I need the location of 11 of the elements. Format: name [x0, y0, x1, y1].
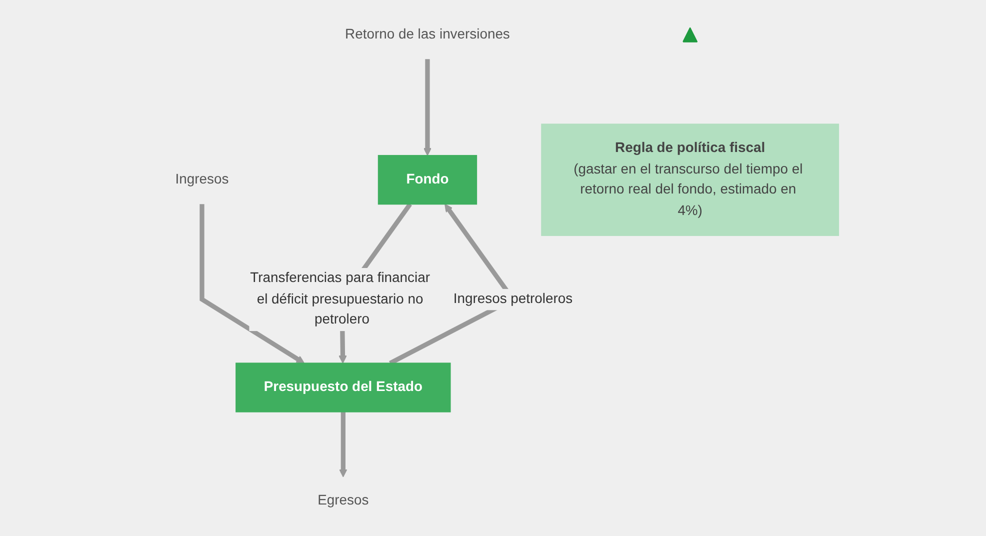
node-text: Retorno de las inversiones [345, 26, 510, 42]
edge-label: Transferencias para financiar el déficit presupuestario no petrolero [250, 270, 430, 328]
node-box: Fondo [378, 154, 478, 205]
arrow [200, 204, 304, 364]
arrow [339, 412, 348, 478]
node-box: Regla de política fiscal (gastar en el transcurso del tiempo el retorno real del fondo, estimado en 4%) [541, 124, 840, 236]
arrow [423, 59, 432, 156]
edge-label: Ingresos petroleros [453, 290, 573, 307]
node-text: Ingresos [175, 171, 229, 188]
node-box: Presupuesto del Estado [236, 362, 451, 412]
node-text: Egresos [318, 492, 369, 508]
